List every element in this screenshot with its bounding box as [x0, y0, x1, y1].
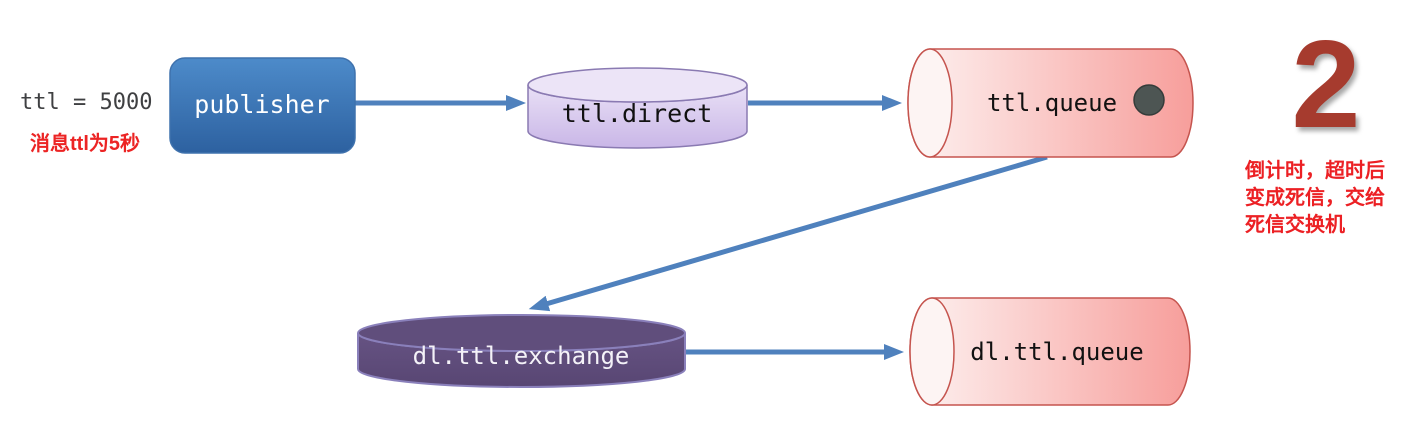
dead-letter-note-line: 倒计时，超时后: [1245, 160, 1385, 182]
dead-letter-note-line: 变成死信，交给: [1245, 187, 1385, 209]
ttl-note-text: 消息ttl为5秒: [30, 133, 140, 155]
ttl-code-text: ttl = 5000: [20, 90, 153, 115]
ttl-queue-node: ttl.queue: [907, 48, 1194, 158]
dl-ttl-queue-label: dl.ttl.queue: [970, 338, 1143, 366]
ttl-direct-label: ttl.direct: [562, 99, 713, 128]
dead-letter-note-line: 死信交换机: [1245, 214, 1345, 236]
message-dot-icon: [1133, 84, 1165, 116]
dl-ttl-exchange-node: dl.ttl.exchange: [357, 314, 686, 388]
publisher-node: publisher: [169, 57, 356, 154]
publisher-label: publisher: [194, 90, 329, 119]
dead-letter-note: 倒计时，超时后 变成死信，交给 死信交换机: [1245, 158, 1406, 239]
ttl-direct-exchange-node: ttl.direct: [527, 67, 748, 149]
dl-ttl-exchange-label: dl.ttl.exchange: [413, 342, 630, 370]
arrow-ttl-queue-to-dl-exchange: [528, 154, 1048, 312]
ttl-queue-label: ttl.queue: [987, 89, 1117, 117]
step-number: 2: [1291, 16, 1361, 154]
dl-ttl-queue-node: dl.ttl.queue: [909, 297, 1191, 406]
